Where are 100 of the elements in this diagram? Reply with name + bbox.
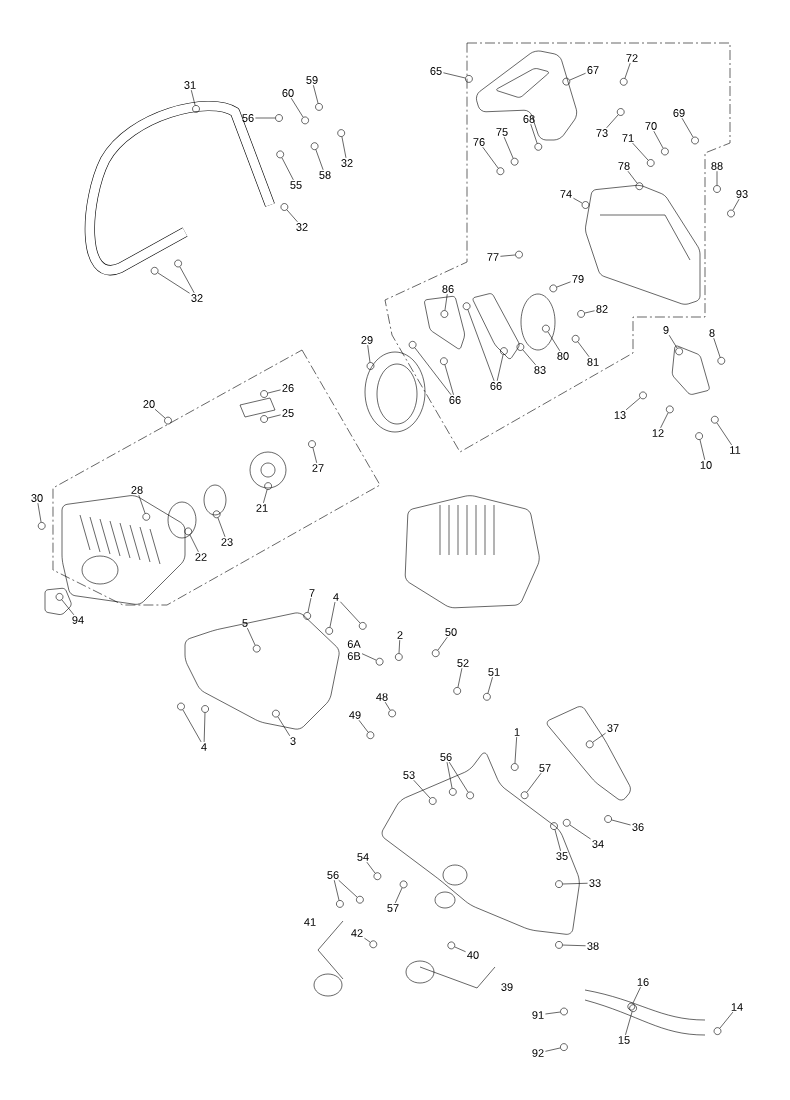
callout-number: 54	[357, 853, 369, 861]
leader-line	[569, 824, 591, 840]
leader-line	[443, 72, 466, 79]
callout-number: 81	[587, 358, 599, 366]
leader-line	[660, 412, 669, 429]
leader-line	[577, 341, 590, 358]
callout-number: 32	[296, 223, 308, 231]
part-drawing	[356, 895, 364, 904]
callout-number: 66	[449, 396, 461, 404]
callout-number: 36	[632, 823, 644, 831]
leader-line	[457, 667, 463, 688]
part-drawing	[164, 416, 172, 425]
callout-number: 50	[445, 628, 457, 636]
callout-number: 10	[700, 461, 712, 469]
part-drawing	[325, 627, 333, 635]
callout-number: 34	[592, 840, 604, 848]
callout-number: 32	[191, 294, 203, 302]
callout-number: 5	[242, 619, 248, 627]
part-drawing	[177, 702, 185, 711]
part-drawing	[717, 357, 726, 365]
part-drawing	[666, 405, 674, 414]
callout-number: 22	[195, 553, 207, 561]
leader-line	[263, 489, 268, 504]
part-drawing	[272, 709, 280, 718]
part-drawing	[275, 114, 283, 122]
part-drawing	[616, 108, 625, 116]
part-drawing	[369, 940, 378, 949]
callout-number: 28	[131, 486, 143, 494]
part-drawing	[440, 357, 448, 365]
part-drawing	[336, 900, 344, 908]
part-drawing	[55, 593, 64, 601]
part-drawing	[510, 763, 519, 771]
part-drawing	[184, 527, 192, 536]
part-drawing	[542, 324, 550, 333]
callout-number: 75	[496, 128, 508, 136]
callout-number: 53	[403, 771, 415, 779]
part-drawing	[388, 709, 396, 718]
part-drawing	[301, 116, 309, 125]
callout-number: 23	[221, 538, 233, 546]
part-drawing	[560, 1007, 568, 1016]
callout-number: 56	[327, 871, 339, 879]
part-drawing	[691, 136, 699, 145]
part-drawing	[308, 440, 316, 448]
callout-number: 94	[72, 616, 84, 624]
callout-number: 31	[184, 81, 196, 89]
part-drawing	[510, 157, 519, 166]
callout-number: 82	[596, 305, 608, 313]
part-drawing	[276, 150, 284, 159]
leader-line	[503, 136, 514, 159]
leader-line	[530, 123, 538, 144]
callout-number: 56	[440, 753, 452, 761]
leader-line	[341, 136, 347, 159]
part-drawing	[142, 513, 151, 521]
leader-line	[496, 354, 504, 382]
part-drawing	[604, 815, 612, 823]
callout-number: 4	[201, 743, 207, 751]
callout-number: 59	[306, 76, 318, 84]
part-drawing	[395, 653, 403, 661]
part-drawing	[192, 105, 200, 113]
leader-line	[547, 331, 561, 352]
callout-number: 7	[309, 589, 315, 597]
callout-number: 37	[607, 724, 619, 732]
part-drawing	[646, 159, 655, 167]
callout-number: 1	[514, 728, 520, 736]
callout-number: 80	[557, 352, 569, 360]
leader-line	[545, 1047, 561, 1052]
callout-number: 13	[614, 411, 626, 419]
leader-line	[414, 347, 452, 396]
leader-line	[313, 84, 319, 104]
leader-line	[179, 266, 195, 294]
callout-number: 74	[560, 190, 572, 198]
leader-line	[364, 937, 371, 943]
callout-number: 92	[532, 1049, 544, 1057]
callout-number: 88	[711, 162, 723, 170]
callout-number: 73	[596, 129, 608, 137]
part-drawing	[264, 482, 272, 490]
callout-number: 40	[467, 951, 479, 959]
leader-line	[562, 944, 586, 947]
part-drawing	[315, 103, 323, 111]
part-drawing	[635, 182, 644, 190]
part-drawing	[555, 941, 563, 949]
part-drawing	[727, 209, 735, 218]
leader-line	[500, 254, 516, 257]
leader-line	[584, 310, 595, 314]
part-drawing	[619, 78, 628, 86]
callout-number: 57	[539, 764, 551, 772]
leader-line	[358, 719, 369, 733]
part-drawing	[449, 788, 457, 796]
leader-line	[668, 334, 678, 349]
part-drawing	[37, 522, 46, 530]
callout-number: 25	[282, 409, 294, 417]
part-drawing	[399, 880, 408, 889]
leader-line	[514, 736, 517, 764]
leader-line	[681, 117, 694, 138]
callout-number: 2	[397, 631, 403, 639]
callout-number: 20	[143, 400, 155, 408]
part-drawing	[695, 432, 703, 440]
callout-number: 26	[282, 384, 294, 392]
callout-number: 78	[618, 162, 630, 170]
callout-number: 33	[589, 879, 601, 887]
